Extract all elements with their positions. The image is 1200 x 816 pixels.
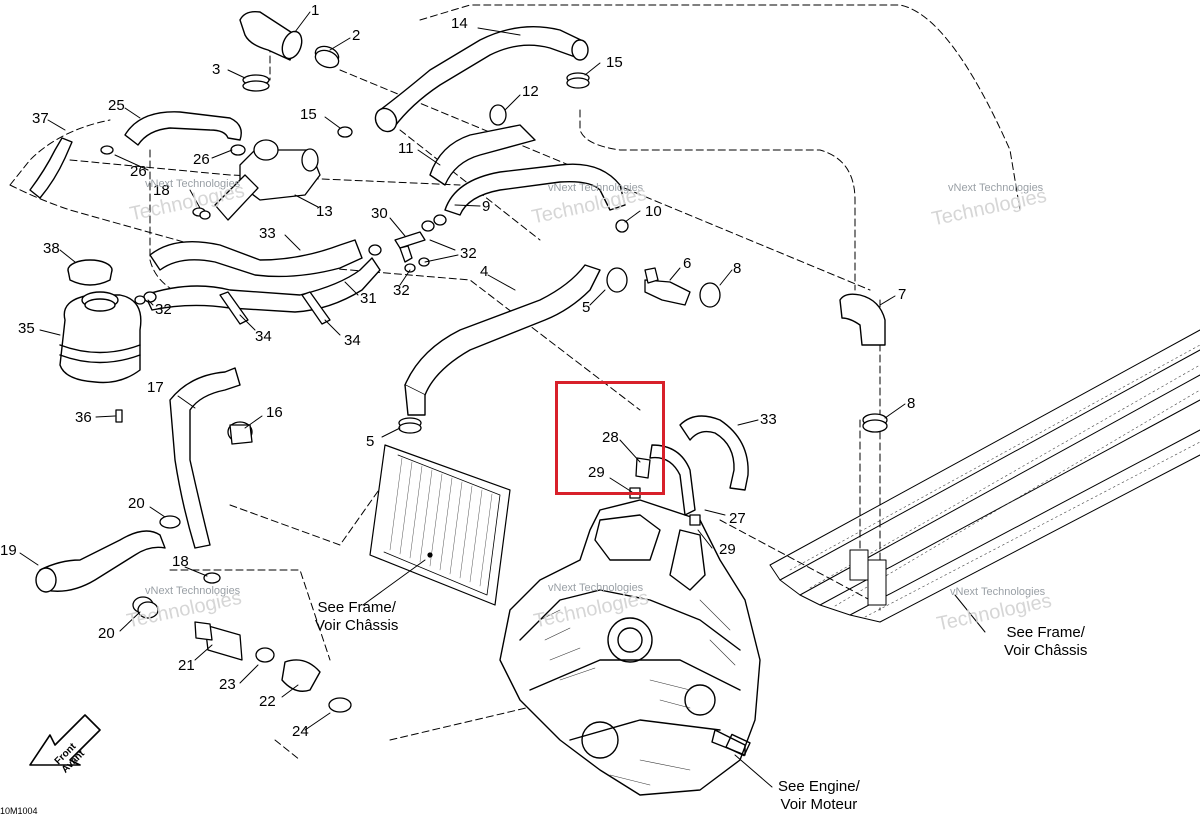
note-see-frame-right: See Frame/ Voir Châssis [1004, 624, 1088, 659]
callout-24: 24 [292, 723, 309, 740]
callout-32-bottom: 32 [393, 282, 410, 299]
callout-30: 30 [371, 205, 388, 222]
callout-20-upper: 20 [128, 495, 145, 512]
callout-32-right: 32 [460, 245, 477, 262]
callout-25: 25 [108, 97, 125, 114]
callout-12: 12 [522, 83, 539, 100]
callout-29-right: 29 [719, 541, 736, 558]
callout-33-lower: 33 [760, 411, 777, 428]
note-see-frame-left: See Frame/ Voir Châssis [315, 599, 399, 634]
radiator [369, 444, 511, 606]
callout-32-left: 32 [155, 301, 172, 318]
highlight-box [555, 381, 665, 495]
watermark-small-5: vNext Technologies [548, 582, 644, 594]
callout-13: 13 [316, 203, 333, 220]
callout-18-upper: 18 [153, 182, 170, 199]
note-see-engine: See Engine/ Voir Moteur [778, 778, 860, 813]
callout-4: 4 [480, 263, 489, 280]
callout-11: 11 [398, 140, 414, 157]
callout-28: 28 [602, 429, 619, 446]
callout-37: 37 [32, 110, 49, 127]
callout-3: 3 [212, 61, 221, 78]
callout-7: 7 [898, 286, 907, 303]
callout-8-upper: 8 [733, 260, 742, 277]
callout-38: 38 [43, 240, 60, 257]
callout-21: 21 [178, 657, 195, 674]
callout-22: 22 [259, 693, 276, 710]
callout-34-left: 34 [255, 328, 272, 345]
hoses [29, 10, 886, 692]
callout-10: 10 [645, 203, 662, 220]
callout-27: 27 [729, 510, 746, 527]
callout-15-right: 15 [606, 54, 623, 71]
engine-block [499, 499, 761, 796]
callout-31: 31 [360, 290, 377, 307]
callout-35: 35 [18, 320, 35, 337]
callout-1: 1 [311, 2, 320, 19]
callout-19: 19 [0, 542, 17, 559]
reference-code: 10M1004 [0, 806, 38, 816]
callout-20-lower: 20 [98, 625, 115, 642]
watermark-small-2: vNext Technologies [548, 182, 644, 194]
watermark-small-3: vNext Technologies [948, 182, 1044, 194]
callout-29-left: 29 [588, 464, 605, 481]
callout-2: 2 [352, 27, 361, 44]
clamps-fittings [100, 45, 888, 713]
heat-exchanger-rails [769, 329, 1200, 623]
leader-lines [19, 11, 986, 788]
callout-8-lower: 8 [907, 395, 916, 412]
callout-5-lower: 5 [366, 433, 375, 450]
watermark-small-6: vNext Technologies [950, 586, 1046, 598]
callout-15-left: 15 [300, 106, 317, 123]
coolant-reservoir [59, 259, 142, 384]
callout-26-right: 26 [193, 151, 210, 168]
callout-18-lower: 18 [172, 553, 189, 570]
callout-16: 16 [266, 404, 283, 421]
callout-36: 36 [75, 409, 92, 426]
front-arrow [29, 714, 101, 766]
callout-17: 17 [147, 379, 164, 396]
callout-5-upper: 5 [582, 299, 591, 316]
callout-26-left: 26 [130, 163, 147, 180]
callout-23: 23 [219, 676, 236, 693]
watermark-small-1: vNext Technologies [145, 178, 241, 190]
callout-34-right: 34 [344, 332, 361, 349]
callout-9: 9 [482, 198, 491, 215]
callout-14: 14 [451, 15, 468, 32]
callout-6: 6 [683, 255, 692, 272]
watermark-small-4: vNext Technologies [145, 585, 241, 597]
callout-33-upper: 33 [259, 225, 276, 242]
